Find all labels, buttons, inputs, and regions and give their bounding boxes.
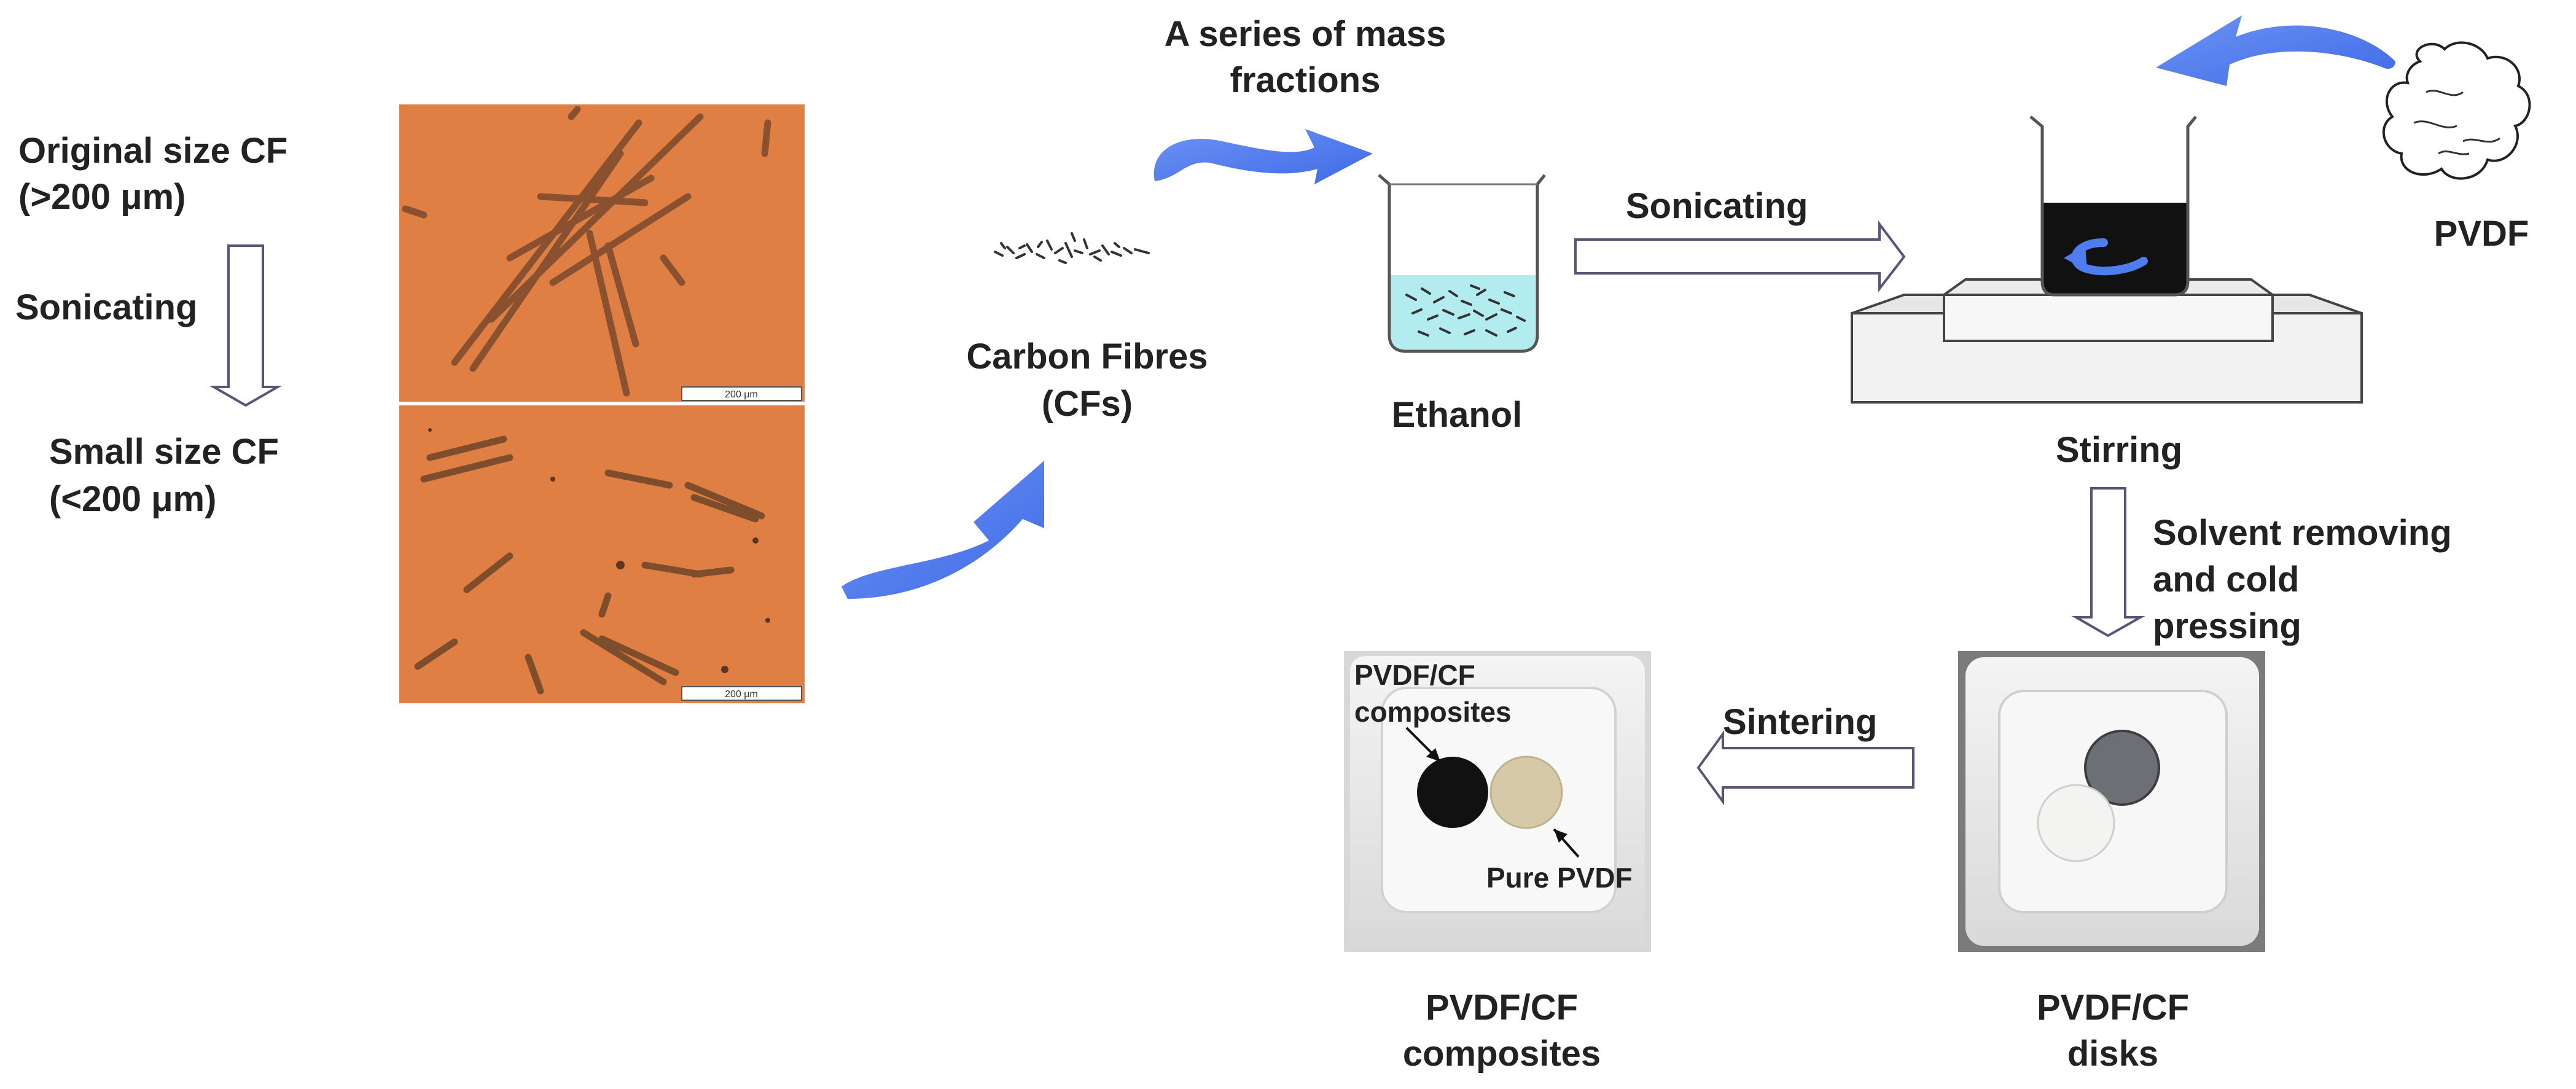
composites-caption-line1: PVDF/CF [1426, 988, 1578, 1028]
small-size-line1: Small size CF [49, 432, 279, 472]
pvdf-cf-disks-caption: PVDF/CF disks [2037, 988, 2189, 1074]
solvent-line3: pressing [2153, 606, 2301, 646]
composites-caption-line2: composites [1403, 1034, 1601, 1074]
photo-composites-line2: composites [1354, 696, 1512, 728]
sonicating-mid-label: Sonicating [1626, 186, 1808, 226]
mass-fractions-label: A series of mass fractions [1165, 14, 1446, 100]
stir-direction-arrow [2064, 246, 2087, 270]
ethanol-label: Ethanol [1392, 395, 1523, 435]
disks-caption-line2: disks [2067, 1034, 2158, 1074]
curved-arrow-icon [841, 461, 1044, 599]
series-line2: fractions [1230, 60, 1381, 100]
solvent-line1: Solvent removing [2153, 513, 2452, 553]
solvent-removing-down-arrow [2071, 487, 2145, 638]
scale-bar-top: 200 μm [725, 389, 758, 400]
micrograph-small-size: 200 μm [399, 402, 805, 703]
photo-composites-line1: PVDF/CF [1354, 659, 1475, 691]
original-size-line1: Original size CF [18, 131, 287, 171]
curved-arrow-icon [2156, 15, 2395, 86]
powder-icon [2382, 41, 2531, 180]
beaker-icon [2029, 115, 2197, 297]
stir-plate-icon [1851, 278, 2363, 404]
carbon-fibres-label: Carbon Fibres (CFs) [966, 337, 1208, 424]
carbon-fibres-line1: Carbon Fibres [966, 337, 1208, 377]
sintering-label: Sintering [1723, 702, 1877, 742]
solvent-line2: and cold [2153, 560, 2299, 599]
micrograph-original-size: 200 μm [399, 104, 805, 402]
sonicating-left-label: Sonicating [15, 287, 197, 327]
original-size-cf-label: Original size CF (>200 μm) [18, 131, 287, 217]
sintering-left-arrow [1696, 730, 1914, 806]
carbon-fibres-line2: (CFs) [1042, 384, 1133, 424]
pvdf-cf-disks-photo [1958, 651, 2265, 952]
small-size-cf-label: Small size CF (<200 μm) [49, 432, 279, 519]
original-size-line2: (>200 μm) [18, 177, 185, 217]
stirring-label: Stirring [2056, 430, 2182, 470]
pvdf-cf-composites-photo: PVDF/CF composites Pure PVDF [1344, 651, 1651, 952]
sonicating-right-arrow [1574, 221, 1906, 292]
small-size-line2: (<200 μm) [49, 479, 216, 519]
pvdf-cf-composites-caption: PVDF/CF composites [1403, 988, 1601, 1074]
scale-bar-bottom: 200 μm [725, 689, 758, 700]
pvdf-label: PVDF [2434, 214, 2529, 254]
beaker-icon [1378, 174, 1546, 353]
disks-caption-line1: PVDF/CF [2037, 988, 2189, 1028]
pure-pvdf-label: Pure PVDF [1486, 862, 1633, 894]
sonicating-down-arrow [209, 244, 283, 407]
solvent-removing-label: Solvent removing and cold pressing [2153, 513, 2452, 646]
carbon-fibres-icon [994, 232, 1150, 264]
curved-arrow-icon [1153, 129, 1373, 184]
series-line1: A series of mass [1165, 14, 1446, 54]
